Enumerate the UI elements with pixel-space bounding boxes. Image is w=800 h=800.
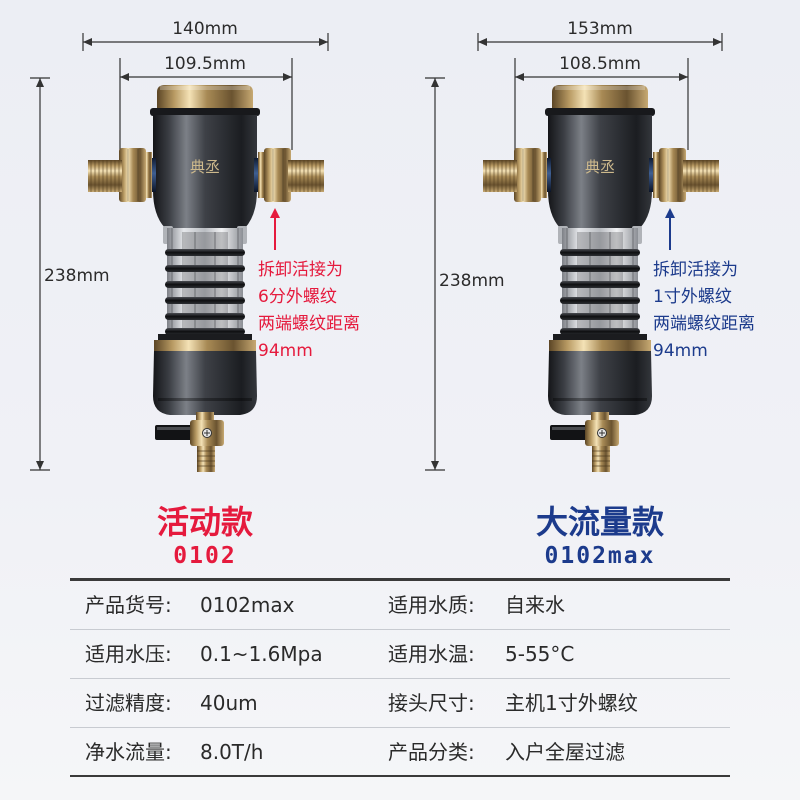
left-note: 拆卸活接为 6分外螺纹 两端螺纹距离 94mm bbox=[258, 260, 360, 361]
table-row: 产品货号: 0102max 适用水质: 自来水 bbox=[70, 581, 730, 630]
left-note-line-2: 6分外螺纹 bbox=[258, 287, 337, 307]
table-row: 适用水压: 0.1~1.6Mpa 适用水温: 5-55°C bbox=[70, 630, 730, 679]
right-brand-logo: 典丞 bbox=[585, 158, 615, 176]
left-overall-width-label: 140mm bbox=[172, 19, 238, 39]
spec-label: 适用水质: bbox=[388, 593, 475, 617]
right-note-line-2: 1寸外螺纹 bbox=[653, 287, 732, 307]
product-diagram: 140mm 109.5mm 238mm 典丞 拆卸活接为 6分外螺纹 两端螺纹距… bbox=[30, 19, 755, 473]
left-note-line-4: 94mm bbox=[258, 341, 313, 361]
left-note-arrow bbox=[270, 208, 280, 250]
spec-table: 产品货号: 0102max 适用水质: 自来水 适用水压: 0.1~1.6Mpa… bbox=[70, 578, 730, 777]
right-note-line-4: 94mm bbox=[653, 341, 708, 361]
right-note-line-3: 两端螺纹距离 bbox=[653, 314, 755, 334]
right-note: 拆卸活接为 1寸外螺纹 两端螺纹距离 94mm bbox=[653, 260, 755, 361]
right-overall-width-label: 153mm bbox=[567, 19, 633, 39]
right-note-line-1: 拆卸活接为 bbox=[653, 260, 738, 280]
right-thread-span-label: 108.5mm bbox=[559, 54, 641, 74]
right-product-name: 大流量款 bbox=[535, 503, 664, 541]
spec-value: 主机1寸外螺纹 bbox=[505, 691, 638, 715]
spec-label: 过滤精度: bbox=[85, 691, 172, 715]
spec-value: 自来水 bbox=[505, 593, 565, 617]
spec-value: 入户全屋过滤 bbox=[505, 740, 625, 764]
spec-label: 净水流量: bbox=[85, 740, 172, 764]
left-product-model: 0102 bbox=[173, 543, 237, 569]
left-note-line-1: 拆卸活接为 bbox=[258, 260, 343, 280]
spec-value: 40um bbox=[200, 691, 258, 715]
left-height-label: 238mm bbox=[44, 266, 110, 286]
spec-label: 接头尺寸: bbox=[388, 691, 475, 715]
right-height-label: 238mm bbox=[439, 271, 505, 291]
spec-value: 0102max bbox=[200, 593, 295, 617]
right-note-arrow bbox=[665, 208, 675, 250]
right-product-model: 0102max bbox=[544, 543, 656, 569]
spec-label: 产品分类: bbox=[388, 740, 475, 764]
spec-label: 产品货号: bbox=[85, 593, 172, 617]
left-thread-span-label: 109.5mm bbox=[164, 54, 246, 74]
table-row: 过滤精度: 40um 接头尺寸: 主机1寸外螺纹 bbox=[70, 679, 730, 728]
spec-value: 0.1~1.6Mpa bbox=[200, 642, 323, 666]
spec-value: 5-55°C bbox=[505, 642, 575, 666]
table-row: 净水流量: 8.0T/h 产品分类: 入户全屋过滤 bbox=[70, 728, 730, 775]
spec-value: 8.0T/h bbox=[200, 740, 264, 764]
left-dimensions bbox=[30, 33, 329, 471]
spec-label: 适用水压: bbox=[85, 642, 172, 666]
left-product-name: 活动款 bbox=[156, 503, 253, 541]
left-note-line-3: 两端螺纹距离 bbox=[258, 314, 360, 334]
spec-label: 适用水温: bbox=[388, 642, 475, 666]
left-brand-logo: 典丞 bbox=[190, 158, 220, 176]
right-dimensions bbox=[425, 33, 723, 471]
